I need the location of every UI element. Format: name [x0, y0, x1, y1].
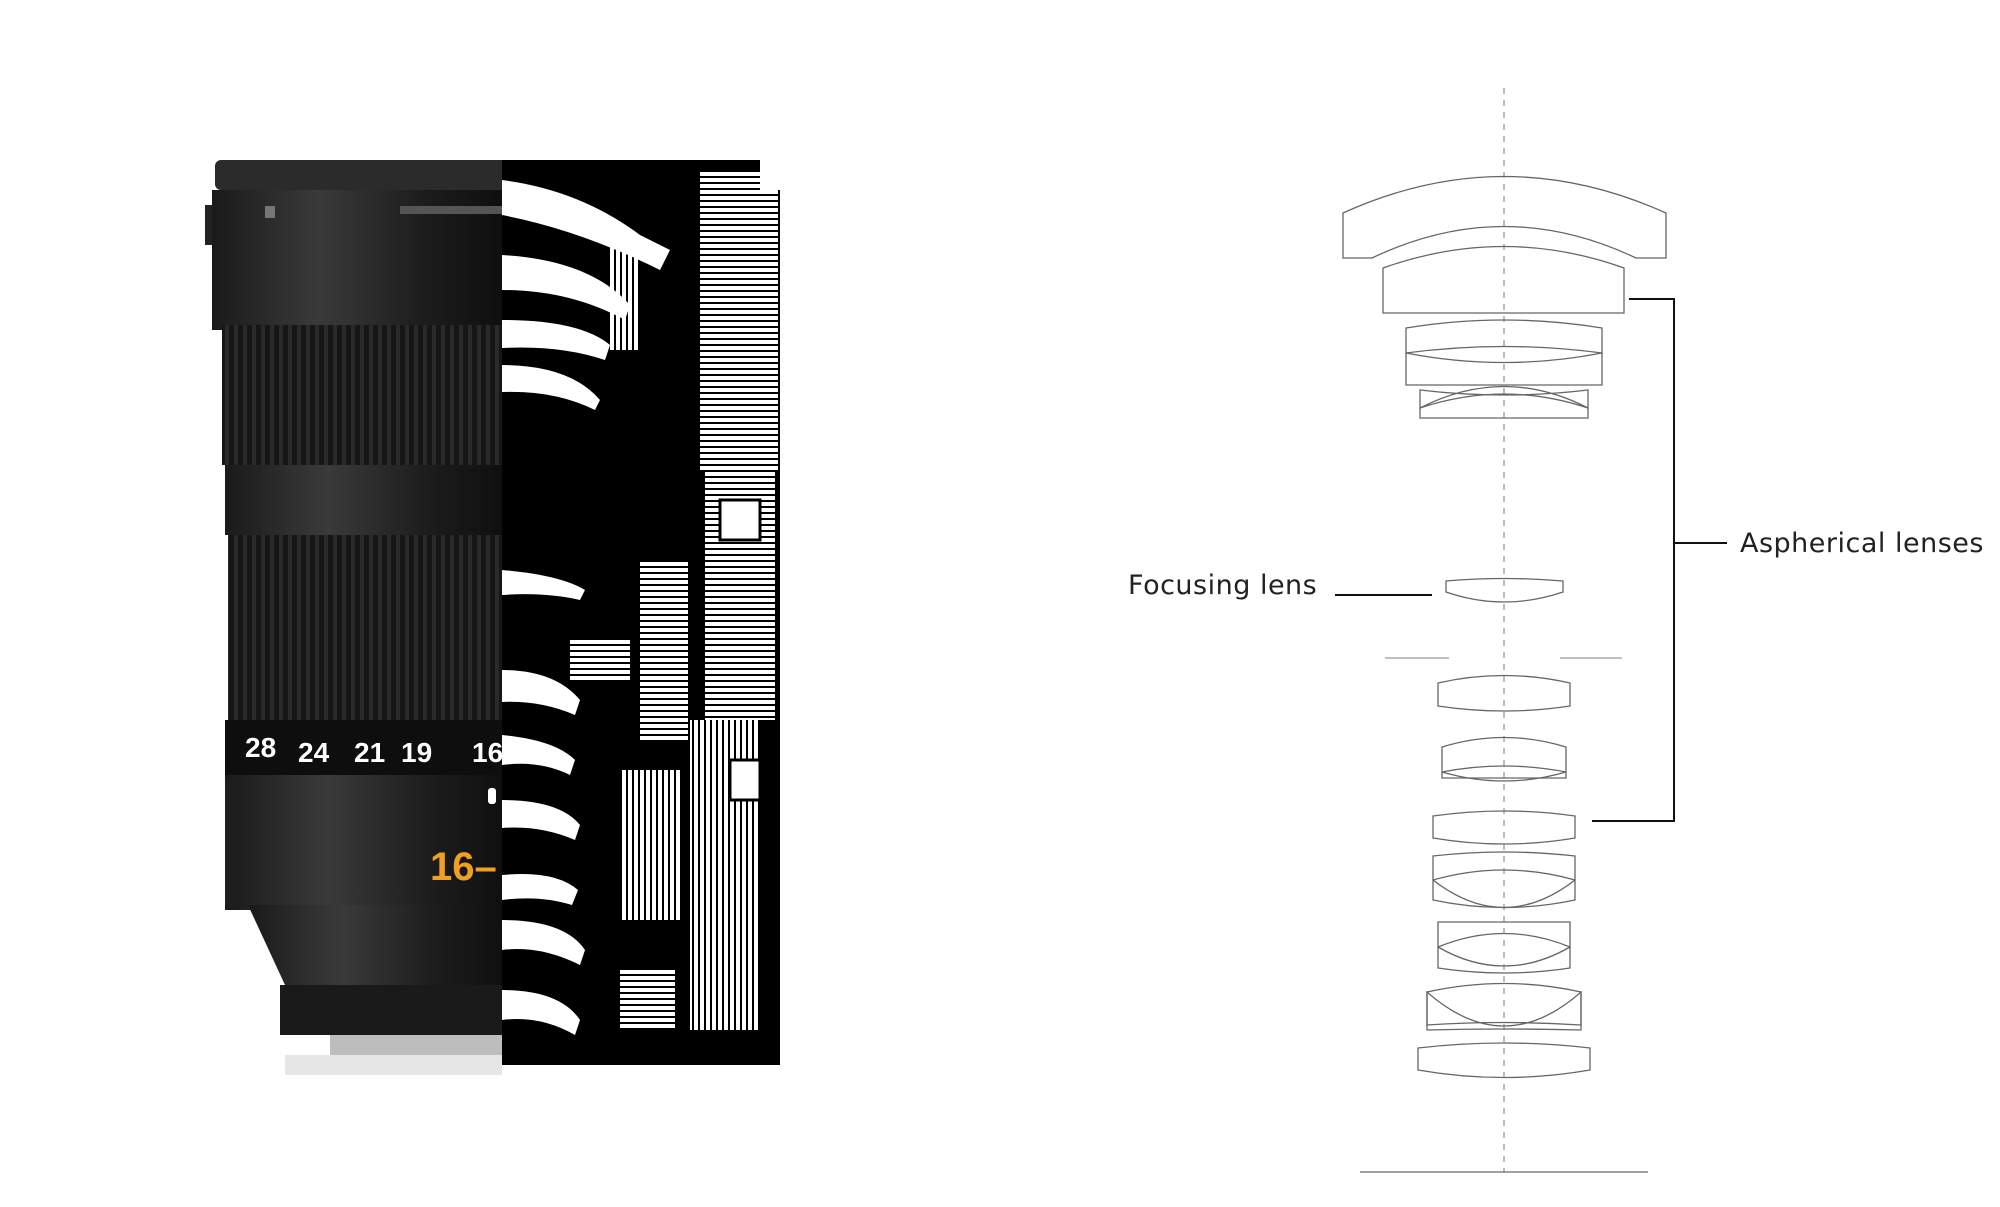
focusing-lens-element	[1445, 577, 1564, 603]
focal-scale-24: 24	[298, 737, 330, 768]
lens-element-8	[1437, 674, 1571, 712]
lens-element-10	[1441, 765, 1567, 779]
lens-barrel-photo: 28 24 21 19 16 16–	[205, 160, 503, 1075]
focal-scale-28: 28	[245, 732, 276, 763]
focusing-lens-label: Focusing lens	[1128, 570, 1317, 601]
aspherical-lenses-label: Aspherical lenses	[1740, 528, 1984, 559]
focal-scale-16: 16	[472, 737, 503, 768]
focal-scale-21: 21	[354, 737, 385, 768]
lens-cutaway-drawing	[502, 160, 802, 1065]
lens-element-11	[1432, 810, 1576, 845]
lens-element-15	[1437, 945, 1571, 974]
lens-element-4	[1405, 352, 1603, 386]
lens-element-16	[1426, 982, 1582, 1031]
lens-element-17	[1426, 990, 1582, 1027]
lens-element-3	[1405, 319, 1603, 354]
focal-range-label: 16–	[430, 845, 497, 889]
lens-element-13	[1432, 869, 1576, 909]
lens-element-6	[1419, 393, 1589, 419]
focal-scale-19: 19	[401, 737, 432, 768]
lens-element-2	[1382, 245, 1625, 314]
optical-diagram	[1335, 88, 1727, 1173]
lens-element-1	[1342, 175, 1667, 259]
aspherical-bracket	[1592, 298, 1675, 822]
lens-element-18	[1417, 1042, 1591, 1079]
